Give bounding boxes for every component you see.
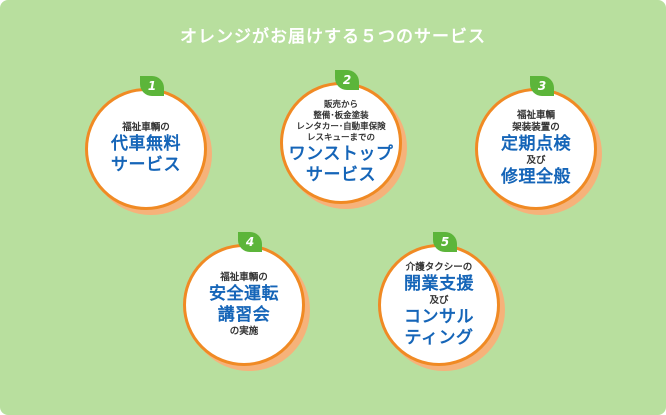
service-title: 代車無料 (111, 134, 181, 154)
service-circle: 福祉車輌の 安全運転 講習会 の実施 (183, 244, 305, 366)
service-circle: 福祉車輌 架装装置の 定期点検 及び 修理全般 (475, 88, 597, 210)
service-circle: 販売から 整備･板金塗装 レンタカー･自動車保険 レスキューまでの ワンストップ… (280, 82, 402, 204)
service-title: 開業支援 (404, 273, 474, 294)
leaf-number-badge-icon: 5 (433, 232, 457, 252)
service-title: サービス (111, 155, 181, 175)
service-title: コンサル (404, 306, 474, 327)
service-3[interactable]: 福祉車輌 架装装置の 定期点検 及び 修理全般 3 (475, 76, 602, 215)
service-5[interactable]: 介護タクシーの 開業支援 及び コンサル ティング 5 (378, 232, 505, 371)
leaf-number-badge-icon: 3 (530, 76, 554, 96)
service-subtitle: 福祉車輌 (516, 110, 555, 121)
service-suffix: の実施 (229, 326, 259, 337)
service-circle: 介護タクシーの 開業支援 及び コンサル ティング (378, 244, 500, 366)
service-subtitle: 販売から (323, 100, 358, 110)
service-subtitle: 介護タクシーの (405, 261, 473, 273)
service-subtitle: 福祉車輌の (220, 272, 268, 283)
service-connector: 及び (429, 294, 449, 306)
leaf-number-badge-icon: 4 (238, 232, 262, 252)
service-title: ティング (404, 327, 474, 348)
service-subtitle: 福祉車輌の (122, 122, 170, 133)
service-subtitle: レンタカー･自動車保険 (296, 122, 386, 132)
service-connector: 及び (526, 155, 546, 166)
service-title: 定期点検 (501, 134, 571, 154)
service-title: 安全運転 (209, 284, 279, 304)
section-title: オレンジがお届けする５つのサービス (180, 27, 486, 47)
service-title: 修理全般 (501, 167, 571, 187)
leaf-number-badge-icon: 1 (140, 76, 164, 96)
service-title: ワンストップ (288, 144, 394, 164)
leaf-number-badge-icon: 2 (335, 70, 359, 90)
service-4[interactable]: 福祉車輌の 安全運転 講習会 の実施 4 (183, 232, 310, 371)
service-circle: 福祉車輌の 代車無料 サービス (85, 88, 207, 210)
service-1[interactable]: 福祉車輌の 代車無料 サービス 1 (85, 76, 212, 215)
service-2[interactable]: 販売から 整備･板金塗装 レンタカー･自動車保険 レスキューまでの ワンストップ… (280, 70, 407, 209)
service-subtitle: 架装装置の (512, 122, 560, 133)
service-subtitle: 整備･板金塗装 (313, 111, 369, 121)
service-subtitle: レスキューまでの (306, 133, 375, 143)
service-title: サービス (306, 165, 376, 185)
service-title: 講習会 (217, 305, 271, 325)
